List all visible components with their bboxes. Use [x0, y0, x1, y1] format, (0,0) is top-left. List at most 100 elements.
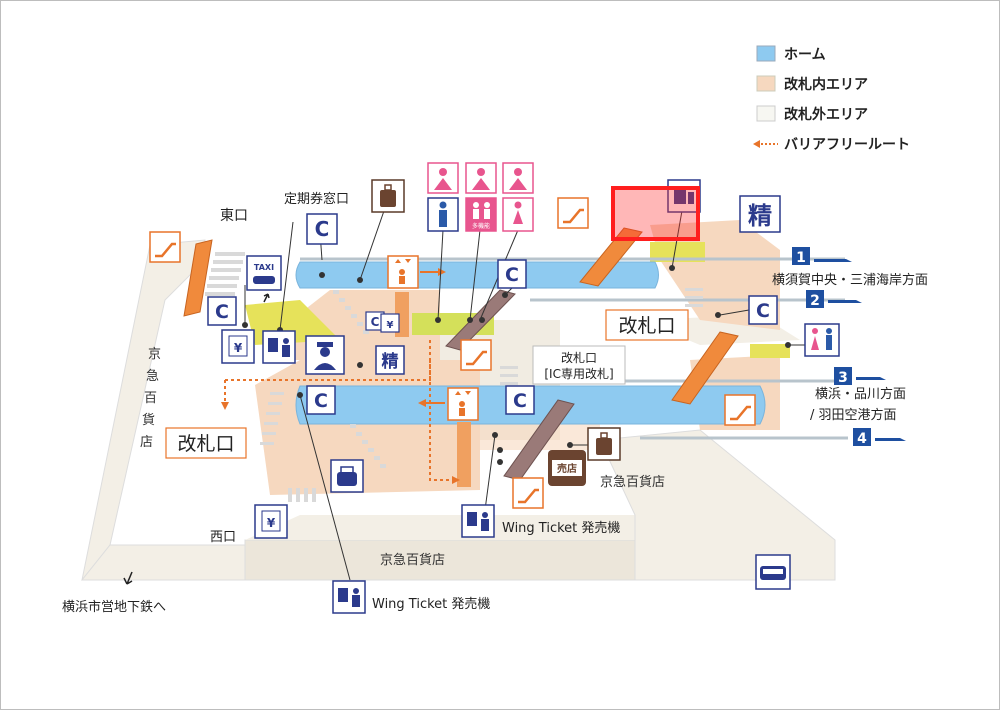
escalator-icon — [512, 477, 544, 509]
barrier-free-arrow-icon — [452, 476, 460, 484]
dept-store-bottom-block — [244, 539, 636, 581]
ticket-gate-left-box — [165, 427, 247, 459]
legend-outside-label: 改札外エリア — [784, 106, 868, 123]
stairs-east — [205, 252, 245, 296]
escalator-upper-right — [579, 227, 643, 287]
svg-text:¥: ¥ — [234, 341, 243, 355]
wing-ticket-machine-icon — [461, 504, 495, 538]
legend: ホーム 改札内エリア 改札外エリア バリアフリールート — [753, 45, 910, 153]
mens-toilet-icon — [427, 197, 459, 232]
phone-icon: C — [497, 259, 527, 289]
wing-ticket-machine-icon — [332, 580, 366, 614]
ic-gate-label-line2: [IC専用改札] — [544, 367, 613, 381]
ic-gate-box — [532, 345, 626, 385]
svg-text:C: C — [371, 315, 380, 329]
svg-text:C: C — [513, 390, 527, 412]
legend-platform-swatch — [756, 45, 776, 62]
highlight-box[interactable] — [611, 186, 700, 241]
baby-room-icon — [427, 162, 459, 194]
escalator-right — [671, 331, 739, 405]
elevator-lower-shaft — [457, 422, 471, 487]
facility-icons: TAXI ¥ ¥ ¥ — [221, 179, 791, 614]
svg-text:百: 百 — [144, 391, 157, 406]
multipurpose-toilet-icon: 多機能 — [465, 197, 497, 232]
legend-inside-swatch — [756, 75, 776, 92]
toilet-icon — [804, 323, 840, 357]
legend-inside-label: 改札内エリア — [784, 76, 868, 93]
svg-text:売店: 売店 — [557, 462, 577, 475]
train-icons — [814, 259, 906, 441]
coin-locker-icon — [330, 459, 364, 493]
phone-icon: C — [306, 213, 338, 245]
svg-text:精: 精 — [748, 202, 772, 230]
elevator-icon — [447, 387, 479, 421]
svg-text:C: C — [756, 300, 770, 322]
svg-text:精: 精 — [382, 351, 399, 372]
svg-text:¥: ¥ — [387, 320, 394, 331]
dept-store-left-label: 京 急 百 貨 店 — [140, 347, 161, 450]
multi-toilet-label: 多機能 — [472, 222, 490, 230]
platform-upper — [295, 261, 659, 289]
svg-text:3: 3 — [838, 370, 848, 386]
barrier-free-arrow-icon — [438, 268, 446, 276]
svg-text:¥: ¥ — [267, 516, 276, 530]
taxi-icon: TAXI — [246, 255, 282, 291]
svg-text:店: 店 — [140, 435, 153, 450]
up-arrow-icon — [263, 293, 270, 303]
barrier-free-arrow-icon — [221, 402, 229, 410]
baby-room-icon — [465, 162, 497, 194]
train-icon — [856, 377, 886, 380]
phone-icon: C — [748, 295, 778, 325]
train-icon — [875, 438, 906, 441]
map-labels: 東口 定期券窓口 西口 京急百貨店 京急百貨店 Wing Ticket 発売機 … — [62, 191, 928, 615]
wing-ticket-label-2: Wing Ticket 発売機 — [372, 596, 490, 612]
escalator-icon — [149, 231, 181, 263]
escalator-icon — [460, 339, 492, 371]
escalator-east — [183, 239, 213, 317]
wing-ticket-machine-icon — [262, 330, 296, 364]
stairs-right — [500, 288, 703, 385]
escalator-icon — [724, 394, 756, 426]
station-staff-icon — [305, 335, 345, 375]
ticket-gate-left-label: 改札口 — [177, 433, 234, 455]
elevator-icon — [387, 255, 419, 289]
west-exit-label: 西口 — [210, 530, 236, 545]
svg-text:C: C — [215, 301, 229, 323]
legend-barrier-arrow-icon — [753, 140, 760, 148]
ticket-machine-icon: ¥ — [254, 504, 288, 539]
leader-dots — [242, 265, 791, 465]
dept-store-bottom-label: 京急百貨店 — [380, 552, 445, 568]
phone-icon: C — [505, 385, 535, 415]
stairs-left-wall — [260, 392, 284, 445]
track-numbers: 1 2 3 4 — [792, 247, 906, 447]
direction-label-3: 横浜・品川方面 — [815, 386, 906, 402]
facility-areas — [245, 242, 790, 358]
shop-icon: 売店 — [548, 450, 586, 486]
svg-text:2: 2 — [810, 293, 820, 309]
svg-text:TAXI: TAXI — [254, 263, 274, 272]
svg-text:1: 1 — [796, 250, 806, 266]
phone-icon: C — [306, 385, 336, 415]
legend-outside-swatch — [756, 105, 776, 122]
legend-platform-label: ホーム — [784, 47, 826, 63]
phone-icons: C C C C C C C — [207, 213, 778, 415]
escalator-icon — [557, 197, 589, 229]
svg-text:C: C — [505, 264, 519, 286]
wing-ticket-label-1: Wing Ticket 発売機 — [502, 520, 620, 536]
svg-text:C: C — [314, 390, 328, 412]
svg-text:貨: 貨 — [142, 412, 155, 428]
legend-barrier-label: バリアフリールート — [784, 137, 910, 153]
ticket-machine-icon: ¥ — [380, 313, 400, 333]
track-number-badge: 3 — [834, 367, 852, 386]
toilet-icons: 多機能 — [427, 162, 840, 357]
stairs-lower-mid — [350, 424, 386, 468]
svg-text:京: 京 — [148, 347, 161, 362]
commuter-pass-label: 定期券窓口 — [284, 191, 349, 207]
ic-gate-label-line1: 改札口 — [561, 351, 597, 365]
womens-toilet-icon — [502, 197, 534, 232]
svg-text:急: 急 — [146, 369, 159, 384]
elevator-signs — [387, 255, 479, 421]
down-arrow-icon — [123, 571, 133, 585]
track-number-badge: 4 — [853, 428, 871, 447]
